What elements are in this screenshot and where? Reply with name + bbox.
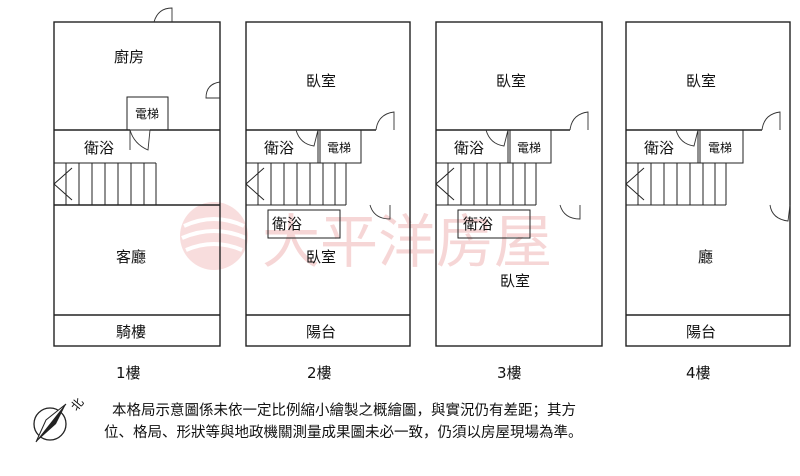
- door-swing-icon: [129, 7, 221, 151]
- watermark-logo-icon: [180, 202, 248, 270]
- room-label-bath: 衛浴: [454, 139, 484, 157]
- room-label-bedroom-top: 臥室: [686, 72, 716, 90]
- room-label-elevator: 電梯: [517, 141, 541, 155]
- stairs-icon: [53, 162, 157, 206]
- door-swing-icon: [485, 111, 589, 220]
- room-label-bedroom-bottom: 臥室: [500, 272, 530, 290]
- watermark-text: 大平洋房屋: [262, 208, 552, 276]
- stairs-icon: [435, 162, 537, 206]
- floor-3-plan: 臥室 衛浴 電梯 衛浴 臥室: [435, 21, 603, 347]
- floor-4-plan: 臥室 衛浴 電梯 廳 陽台: [625, 21, 791, 347]
- floor-1-plan: 廚房 電梯 衛浴 客廳 騎樓: [53, 7, 221, 347]
- stairs-icon: [245, 162, 347, 206]
- floor-3-caption: 3樓: [497, 364, 522, 382]
- watermark: 大平洋房屋: [180, 202, 552, 276]
- room-label-bedroom-mid: 臥室: [306, 248, 336, 266]
- room-label-bath: 衛浴: [264, 139, 294, 157]
- room-label-bedroom-top: 臥室: [496, 72, 526, 90]
- disclaimer-line-2: 位、格局、形狀等與地政機關測量成果圖未必一致，仍須以房屋現場為準。: [104, 425, 583, 441]
- room-label-bedroom-top: 臥室: [306, 72, 336, 90]
- disclaimer-line-1: 本格局示意圖係未依一定比例縮小繪製之概繪圖，與實況仍有差距；其方: [112, 403, 576, 419]
- floor-2-caption: 2樓: [307, 364, 332, 382]
- room-label-hall: 廳: [698, 248, 713, 266]
- room-label-arcade: 騎樓: [116, 323, 146, 341]
- room-label-bath: 衛浴: [644, 139, 674, 157]
- room-label-elevator: 電梯: [135, 107, 159, 121]
- room-label-bath-2: 衛浴: [272, 215, 302, 233]
- room-label-bath: 衛浴: [84, 139, 114, 157]
- door-swing-icon: [295, 111, 395, 220]
- room-label-living: 客廳: [116, 248, 146, 266]
- room-label-elevator: 電梯: [327, 141, 351, 155]
- room-label-bath-2: 衛浴: [463, 215, 493, 233]
- door-swing-icon: [675, 111, 791, 222]
- compass-icon: 北: [33, 395, 87, 443]
- room-label-balcony: 陽台: [306, 323, 336, 341]
- floor-2-plan: 臥室 衛浴 電梯 衛浴 臥室 陽台: [245, 21, 411, 347]
- stairs-icon: [625, 162, 727, 206]
- compass-north-label: 北: [68, 395, 86, 413]
- room-label-balcony: 陽台: [686, 323, 716, 341]
- floor-4-caption: 4樓: [686, 364, 711, 382]
- room-label-kitchen: 廚房: [114, 48, 144, 66]
- room-label-elevator: 電梯: [708, 141, 732, 155]
- floor-1-caption: 1樓: [116, 364, 141, 382]
